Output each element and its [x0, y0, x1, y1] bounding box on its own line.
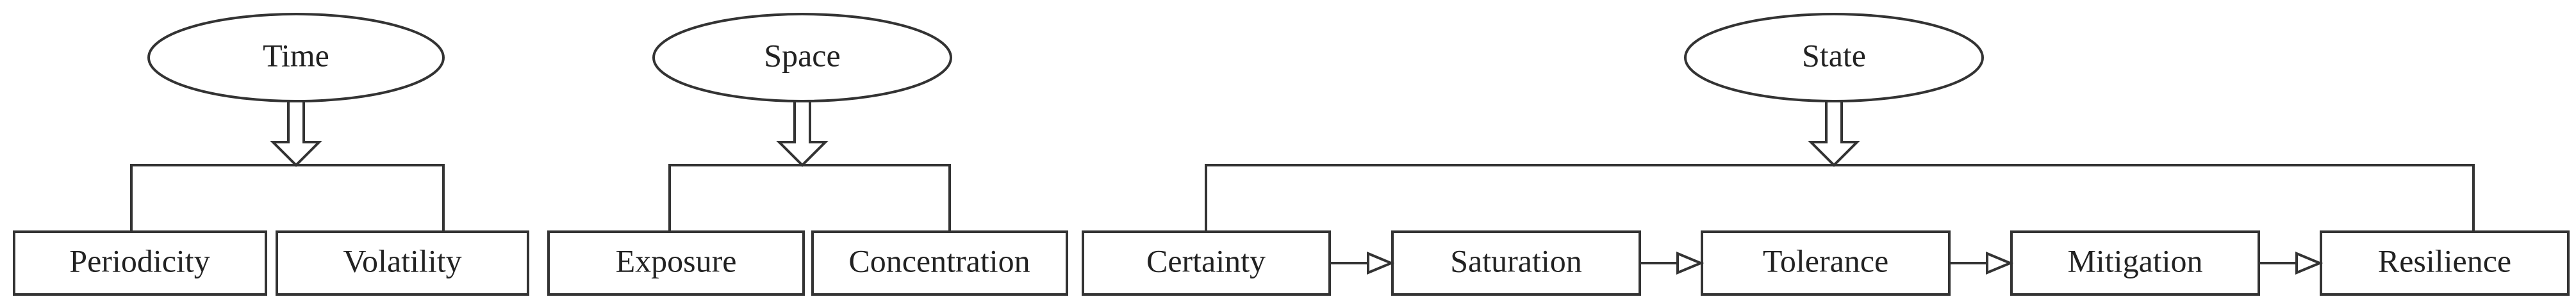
right-arrow-icon	[2295, 252, 2324, 275]
state-down-arrow-icon	[1808, 100, 1860, 167]
right-arrow-icon	[1986, 252, 2014, 275]
time-item-volatility: Volatility	[343, 243, 461, 278]
space-item-box-concentration	[811, 230, 1068, 296]
space-bracket	[668, 164, 951, 232]
right-arrow-icon	[1367, 252, 1395, 275]
state-chain-arrow-3	[1949, 252, 2014, 275]
time-title: Time	[263, 37, 329, 73]
state-title: State	[1802, 37, 1866, 73]
time-bracket	[130, 164, 445, 232]
state-bracket	[1205, 164, 2475, 232]
state-chain-arrow-2	[1640, 252, 1705, 275]
group-time: Time Periodicity Volatility	[13, 13, 529, 296]
space-title: Space	[764, 37, 840, 73]
state-item-certainty: Certainty	[1146, 243, 1266, 278]
group-state: State Certainty Saturation Tolerance Mit…	[1082, 13, 2570, 296]
state-item-saturation: Saturation	[1450, 243, 1582, 278]
space-item-box-exposure	[547, 230, 805, 296]
time-item-box-volatility	[276, 230, 529, 296]
state-chain-arrow-4	[2259, 252, 2324, 275]
state-item-box-certainty	[1082, 230, 1331, 296]
time-item-box-periodicity	[13, 230, 267, 296]
state-item-box-tolerance	[1701, 230, 1951, 296]
time-down-arrow-icon	[270, 100, 322, 167]
time-item-periodicity: Periodicity	[69, 243, 210, 278]
state-item-box-saturation	[1391, 230, 1641, 296]
space-item-concentration: Concentration	[848, 243, 1030, 278]
right-arrow-icon	[1676, 252, 1705, 275]
group-space: Space Exposure Concentration	[547, 13, 1068, 296]
state-item-mitigation: Mitigation	[2067, 243, 2202, 278]
state-item-resilience: Resilience	[2378, 243, 2511, 278]
space-item-exposure: Exposure	[616, 243, 737, 278]
state-chain-arrow-1	[1330, 252, 1395, 275]
space-down-arrow-icon	[776, 100, 829, 167]
state-item-box-mitigation	[2010, 230, 2260, 296]
state-item-tolerance: Tolerance	[1763, 243, 1888, 278]
